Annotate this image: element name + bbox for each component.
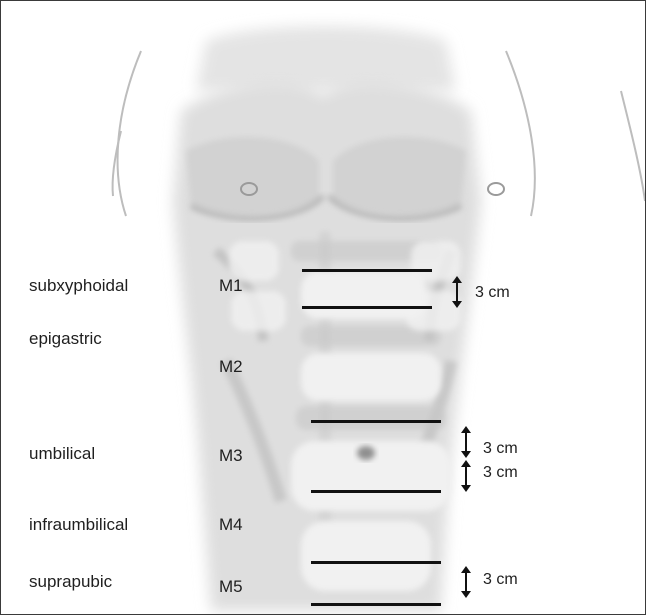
incision-line-2 [302,306,432,309]
double-arrow-icon [458,425,474,459]
incision-line-3 [311,420,441,423]
region-code-m1: M1 [219,277,243,294]
region-code-m4: M4 [219,516,243,533]
double-arrow-icon [458,459,474,493]
navel [357,446,375,460]
region-code-m2: M2 [219,358,243,375]
region-code-m5: M5 [219,578,243,595]
double-arrow-icon [458,565,474,599]
region-label-subxyphoidal: subxyphoidal [29,277,128,294]
dimension-label-3: 3 cm [483,464,518,482]
dimension-label-1: 3 cm [475,284,510,302]
region-label-umbilical: umbilical [29,445,95,462]
incision-line-6 [311,603,441,606]
region-label-suprapubic: suprapubic [29,573,112,590]
region-label-epigastric: epigastric [29,330,102,347]
neck-shading [196,26,456,91]
dimension-label-2: 3 cm [483,440,518,458]
incision-line-1 [302,269,432,272]
dimension-label-4: 3 cm [483,571,518,589]
region-code-m3: M3 [219,447,243,464]
region-label-infraumbilical: infraumbilical [29,516,128,533]
incision-line-4 [311,490,441,493]
double-arrow-icon [449,275,465,309]
incision-line-5 [311,561,441,564]
